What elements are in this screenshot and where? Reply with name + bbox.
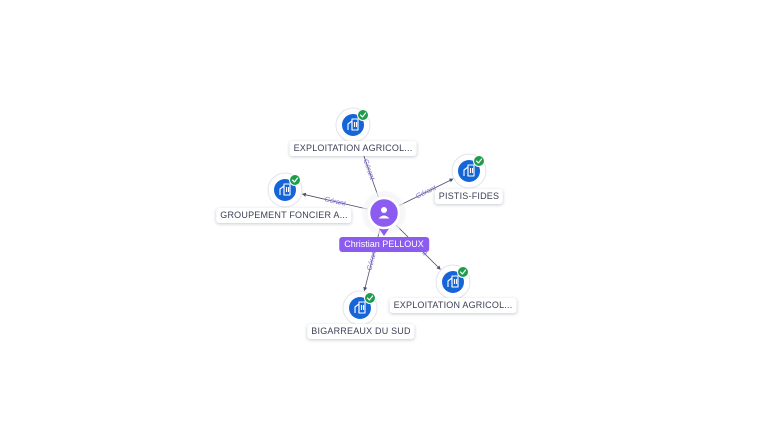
company-node-exploitation-agricole-top[interactable] [335,107,371,143]
verified-check-icon [473,155,485,167]
company-node-groupement-foncier[interactable] [267,172,303,208]
building-icon [347,118,359,131]
node-label-exploitation-agricole-top[interactable]: EXPLOITATION AGRICOL... [289,141,417,156]
person-icon [378,207,390,219]
building-icon [463,164,475,177]
edge-groupement-foncier [301,192,368,210]
company-node-exploitation-agricole-bottom[interactable] [435,264,471,300]
building-icon [354,301,366,314]
verified-check-icon [289,174,301,186]
company-node-bigarreaux-du-sud[interactable] [342,290,378,326]
edge-label-groupement-foncier: Gérant [324,196,347,208]
node-label-groupement-foncier[interactable]: GROUPEMENT FONCIER A... [216,208,352,223]
node-label-pistis-fides[interactable]: PISTIS-FIDES [434,189,504,204]
node-label-bigarreaux-du-sud[interactable]: BIGARREAUX DU SUD [307,324,415,339]
edge-label-exploitation-agricole-top: Gérant [362,158,376,182]
verified-check-icon [364,292,376,304]
edge-pistis-fides [399,178,454,206]
center-node-label[interactable]: Christian PELLOUX [339,237,429,252]
company-node-pistis-fides[interactable] [451,153,487,189]
verified-check-icon [457,266,469,278]
node-label-exploitation-agricole-bottom[interactable]: EXPLOITATION AGRICOL... [389,298,517,313]
center-node[interactable] [362,191,406,236]
building-icon [279,183,291,196]
verified-check-icon [357,109,369,121]
building-icon [447,275,459,288]
